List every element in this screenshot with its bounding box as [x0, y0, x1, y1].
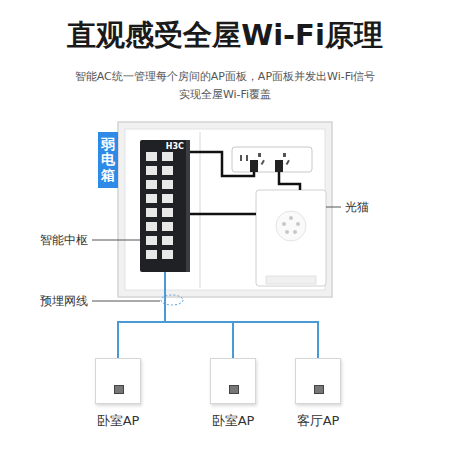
switch-ports: [146, 152, 173, 259]
ap-label: 卧室AP: [86, 412, 150, 430]
port: [146, 222, 157, 231]
port: [162, 152, 173, 161]
port: [146, 166, 157, 175]
box-tab: 弱电箱: [98, 132, 118, 188]
brand-text: H3C: [166, 142, 184, 151]
socket-hole: [258, 153, 261, 157]
network-switch: H3C: [140, 140, 190, 272]
ap-panel: [210, 358, 256, 404]
leader-line: [92, 240, 140, 241]
port: [162, 222, 173, 231]
box-frame: [118, 122, 332, 297]
ap-port: [114, 385, 124, 394]
modem-stand: [266, 276, 316, 284]
port: [146, 152, 157, 161]
port: [162, 166, 173, 175]
ap-label: 客厅AP: [286, 412, 350, 430]
dot: [289, 216, 293, 220]
title: 直观感受全屋Wi-Fi原理: [0, 16, 450, 56]
callout-label: 光猫: [345, 199, 369, 216]
port: [146, 194, 157, 203]
network-cable: [118, 272, 165, 358]
plug: [275, 160, 283, 172]
dot: [296, 222, 300, 226]
port: [146, 236, 157, 245]
weak-current-box: 弱电箱H3C: [118, 122, 332, 297]
power-strip: [232, 147, 312, 172]
port: [146, 180, 157, 189]
ap-label: 卧室AP: [201, 412, 265, 430]
socket-hole: [283, 153, 286, 157]
modem-logo: [276, 211, 306, 241]
leader-line: [92, 301, 160, 302]
ap-port: [314, 385, 324, 394]
rail: [200, 132, 201, 288]
cable-line: [165, 272, 233, 358]
subtitle: 智能AC统一管理每个房间的AP面板，AP面板并发出Wi-Fi信号 实现全屋Wi-…: [70, 68, 380, 103]
ap-panel-node: 卧室AP: [86, 358, 150, 432]
port: [162, 250, 173, 259]
socket-hole: [286, 160, 290, 165]
port: [146, 208, 157, 217]
box-inner: [125, 129, 325, 290]
port: [162, 208, 173, 217]
power-cable: [279, 172, 300, 190]
data-cable: [190, 213, 256, 216]
ap-panel-node: 卧室AP: [201, 358, 265, 432]
leader-line: [326, 207, 341, 208]
dot: [282, 222, 286, 226]
port: [162, 180, 173, 189]
network-cable: [165, 272, 233, 358]
callout-label: 预埋网线: [40, 293, 88, 310]
port: [162, 236, 173, 245]
switch-body: [140, 140, 190, 272]
power-cable: [190, 152, 254, 176]
socket-hole: [261, 160, 265, 165]
socket-hole: [246, 155, 248, 161]
socket-hole: [240, 155, 242, 161]
ap-panel-node: 客厅AP: [286, 358, 350, 432]
modem-dots: [282, 216, 300, 234]
switch-side: [186, 140, 190, 272]
ap-panel: [95, 358, 141, 404]
dot: [285, 230, 289, 234]
optical-modem: [256, 190, 326, 286]
cable-line: [118, 272, 165, 358]
callout-label: 智能中枢: [40, 232, 88, 249]
dot: [293, 230, 297, 234]
plug: [250, 160, 258, 172]
ap-panel: [295, 358, 341, 404]
network-cable: [165, 272, 318, 358]
port: [146, 250, 157, 259]
ap-port: [229, 385, 239, 394]
port: [162, 194, 173, 203]
cable-line: [165, 272, 318, 358]
